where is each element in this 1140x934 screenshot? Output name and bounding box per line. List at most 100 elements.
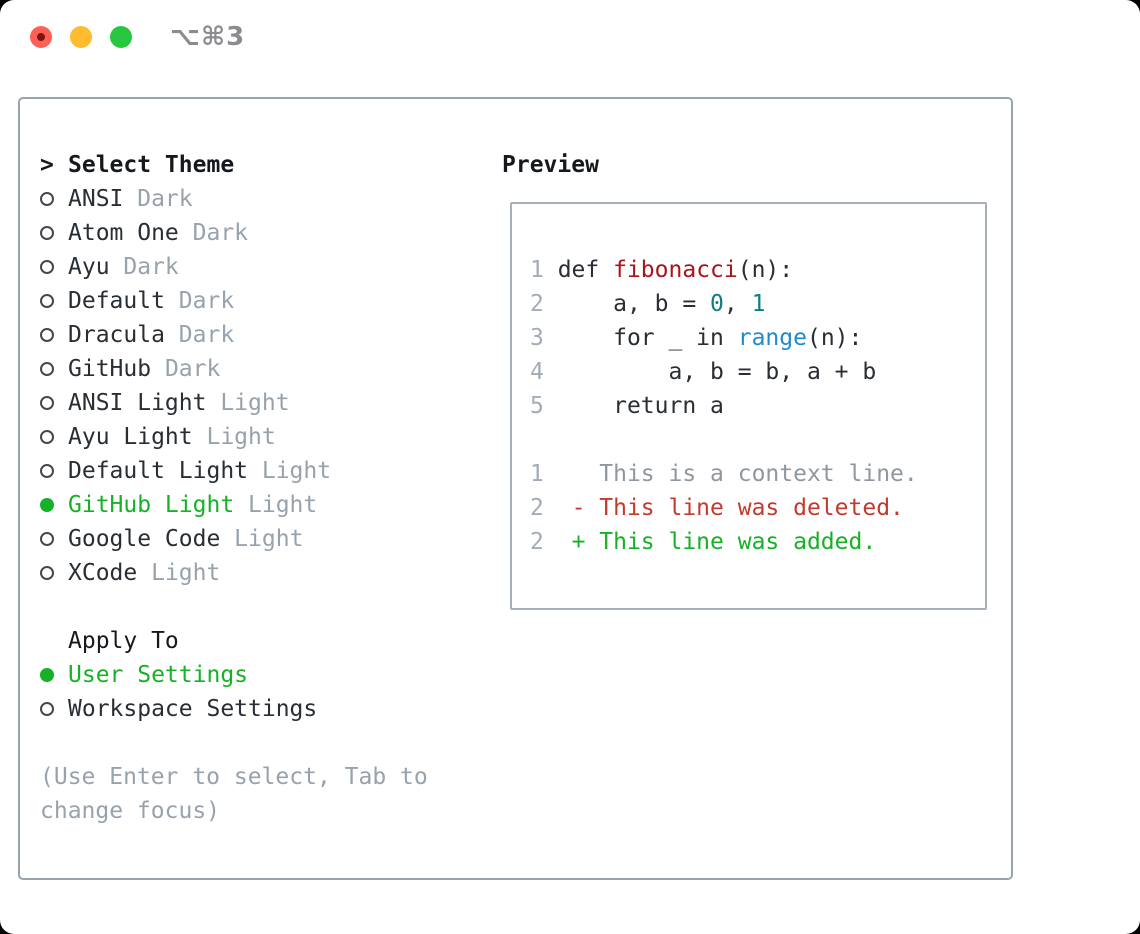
option-label: ANSI Light	[68, 390, 207, 416]
preview-title: Preview	[502, 152, 599, 178]
theme-option[interactable]: Default Light Light	[40, 454, 480, 488]
radio-icon	[40, 532, 68, 546]
code-segment: 1	[751, 291, 766, 317]
zoom-button[interactable]	[110, 26, 132, 48]
theme-option[interactable]: Default Dark	[40, 284, 480, 318]
line-number: 1	[530, 257, 544, 283]
radio-icon	[40, 464, 68, 478]
apply-target-option[interactable]: Workspace Settings	[40, 692, 480, 726]
titlebar: ⌥⌘3	[0, 0, 1140, 75]
close-button[interactable]	[30, 26, 52, 48]
diff-line: 2 - This line was deleted.	[530, 491, 985, 525]
line-number: 1	[530, 461, 544, 487]
radio-icon	[40, 192, 68, 206]
apply-target-option[interactable]: User Settings	[40, 658, 480, 692]
code-line: 2 a, b = 0, 1	[530, 287, 985, 321]
option-variant-label: Light	[220, 526, 304, 552]
line-number: 2	[530, 495, 544, 521]
radio-icon	[40, 566, 68, 580]
option-variant-label: Dark	[109, 254, 179, 280]
option-variant-label: Dark	[164, 322, 235, 348]
radio-icon	[40, 260, 68, 274]
select-theme-title: Select Theme	[68, 152, 235, 178]
option-label: ANSI	[68, 186, 124, 212]
code-segment	[544, 529, 572, 555]
option-label: Workspace Settings	[68, 696, 318, 722]
select-theme-header: > Select Theme	[40, 148, 480, 182]
code-segment: This is a context line.	[543, 461, 918, 487]
theme-option[interactable]: Ayu Dark	[40, 250, 480, 284]
option-variant-label: Dark	[151, 356, 221, 382]
option-label: Atom One	[68, 220, 179, 246]
code-line: 3 for _ in range(n):	[530, 321, 985, 355]
theme-option[interactable]: Atom One Dark	[40, 216, 480, 250]
spacer	[40, 590, 480, 624]
line-number: 5	[530, 393, 544, 419]
theme-option[interactable]: Google Code Light	[40, 522, 480, 556]
code-segment: 0	[710, 291, 724, 317]
option-variant-label: Light	[248, 458, 332, 484]
apply-to-title: Apply To	[68, 628, 179, 654]
code-segment: (n):	[737, 257, 794, 283]
hint-text: (Use Enter to select, Tab to change focu…	[40, 764, 428, 824]
line-number: 3	[530, 325, 544, 351]
code-segment: + This line was added.	[571, 529, 877, 555]
theme-option[interactable]: GitHub Light Light	[40, 488, 480, 522]
theme-option[interactable]: XCode Light	[40, 556, 480, 590]
window-shortcut-label: ⌥⌘3	[170, 22, 246, 52]
option-label: GitHub	[68, 356, 152, 382]
radio-selected-icon	[40, 668, 68, 682]
option-variant-label: Light	[206, 390, 290, 416]
radio-icon	[40, 328, 68, 342]
line-number: 2	[530, 291, 544, 317]
radio-icon	[40, 362, 68, 376]
code-segment: a, b = b, a + b	[543, 359, 877, 385]
theme-option[interactable]: ANSI Light Light	[40, 386, 480, 420]
option-label: Dracula	[68, 322, 165, 348]
option-variant-label: Light	[234, 492, 318, 518]
minimize-button[interactable]	[70, 26, 92, 48]
option-label: XCode	[68, 560, 138, 586]
code-segment: a, b =	[543, 291, 711, 317]
option-label: Default Light	[68, 458, 249, 484]
option-label: Default	[68, 288, 165, 314]
code-segment: (n):	[806, 325, 863, 351]
code-segment: range	[737, 325, 807, 351]
code-line: 1 def fibonacci(n):	[530, 253, 985, 287]
option-variant-label: Dark	[164, 288, 235, 314]
radio-icon	[40, 226, 68, 240]
line-number: 2	[530, 529, 544, 555]
theme-option[interactable]: Dracula Dark	[40, 318, 480, 352]
radio-selected-icon	[40, 498, 68, 512]
code-segment: return a	[543, 393, 724, 419]
diff-line: 1 This is a context line.	[530, 457, 985, 491]
radio-icon	[40, 430, 68, 444]
radio-icon	[40, 702, 68, 716]
theme-option[interactable]: Ayu Light Light	[40, 420, 480, 454]
option-variant-label: Light	[192, 424, 276, 450]
radio-icon	[40, 396, 68, 410]
option-label: User Settings	[68, 662, 249, 688]
code-segment: ,	[723, 291, 752, 317]
code-segment	[544, 495, 572, 521]
option-variant-label: Light	[137, 560, 221, 586]
radio-icon	[40, 294, 68, 308]
option-label: Google Code	[68, 526, 221, 552]
option-label: GitHub Light	[68, 492, 235, 518]
theme-option[interactable]: ANSI Dark	[40, 182, 480, 216]
option-label: Ayu Light	[68, 424, 193, 450]
code-segment: for _ in	[543, 325, 738, 351]
diff-sample: 1 This is a context line.2 - This line w…	[530, 457, 985, 559]
code-segment: fibonacci	[613, 257, 738, 283]
code-segment: - This line was deleted.	[571, 495, 904, 521]
theme-option[interactable]: GitHub Dark	[40, 352, 480, 386]
option-variant-label: Dark	[178, 220, 249, 246]
apply-to-header: Apply To	[40, 624, 480, 658]
